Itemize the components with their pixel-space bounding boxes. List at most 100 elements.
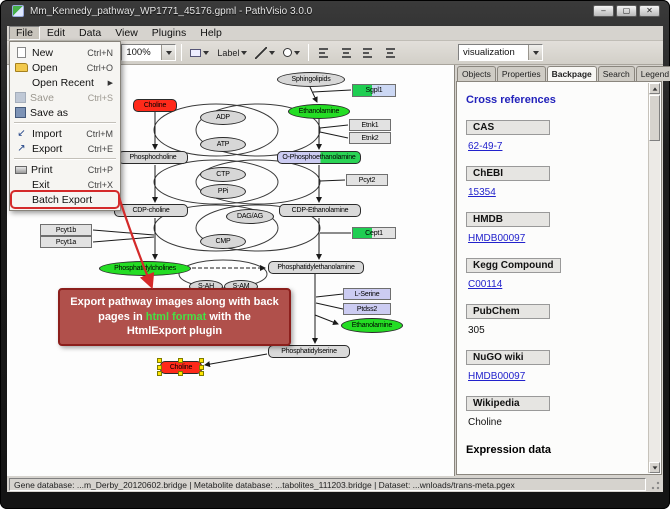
pathway-node-phosphocholine[interactable]: Phosphocholine (118, 151, 188, 164)
scroll-up-icon[interactable] (649, 83, 660, 94)
xref-value-cas[interactable]: 62-49-7 (468, 141, 503, 152)
pathway-node-ptdss2[interactable]: Ptdss2 (343, 303, 391, 315)
pathway-node-cept1[interactable]: Cept1 (352, 227, 396, 239)
menubar-item-help[interactable]: Help (200, 27, 222, 39)
zoom-dropdown-icon[interactable] (161, 45, 176, 60)
toolbar-separator (181, 44, 183, 61)
pathway-node-pcyt1b[interactable]: Pcyt1b (40, 224, 92, 236)
panel-scrollbar[interactable] (648, 83, 660, 473)
selection-handle[interactable] (157, 371, 162, 376)
pathway-node-ctp[interactable]: CTP (200, 167, 246, 182)
pathway-node-adp[interactable]: ADP (200, 110, 246, 125)
pathway-node-dag-ag[interactable]: DAG/AG (226, 209, 274, 224)
chevron-down-icon (241, 50, 248, 55)
pathway-node-ppi[interactable]: PPi (200, 184, 246, 199)
selection-handle[interactable] (178, 358, 183, 363)
pathway-node-sphingolipids[interactable]: Sphingolipids (277, 72, 345, 87)
pathway-node-choline[interactable]: Choline (133, 99, 177, 112)
pathway-node-phosphatidylserine[interactable]: Phosphatidylserine (268, 345, 350, 358)
xref-value-pubchem: 305 (468, 325, 485, 336)
toolbar-separator (308, 44, 310, 61)
no-icon (15, 194, 28, 206)
save-icon (15, 107, 26, 118)
tab-objects[interactable]: Objects (457, 66, 496, 81)
file-menu-item-open-recent[interactable]: Open Recent▶ (12, 75, 118, 90)
minimize-button[interactable]: – (593, 5, 614, 17)
menubar-item-edit[interactable]: Edit (46, 27, 66, 39)
close-button[interactable]: ✕ (639, 5, 660, 17)
pathway-node-o-phosphoethanolamine[interactable]: O-Phosphoethanolamine (277, 151, 361, 164)
pathway-node-cdp-choline[interactable]: CDP-choline (114, 204, 188, 217)
visualization-combobox[interactable]: visualization (458, 44, 543, 61)
selection-handle[interactable] (199, 364, 204, 370)
no-icon (15, 77, 28, 89)
align-left-button[interactable] (314, 43, 334, 62)
window-controls: – ▢ ✕ (593, 5, 660, 17)
datanode-tool-button[interactable] (187, 43, 212, 62)
maximize-button[interactable]: ▢ (616, 5, 637, 17)
tab-backpage[interactable]: Backpage (546, 66, 597, 82)
pathway-node-etnk1[interactable]: Etnk1 (349, 119, 391, 131)
tab-properties[interactable]: Properties (496, 66, 546, 81)
selection-handle[interactable] (199, 371, 204, 376)
pathway-node-phosphatidylcholines[interactable]: Phosphatidylcholines (99, 261, 191, 276)
pathway-node-pcyt1a[interactable]: Pcyt1a (40, 236, 92, 248)
pathway-node-atp[interactable]: ATP (200, 137, 246, 152)
label-tool-text: Label (217, 47, 240, 58)
selection-handle[interactable] (157, 364, 162, 370)
align-center-button[interactable] (336, 43, 356, 62)
pathway-node-pcyt2[interactable]: Pcyt2 (346, 174, 388, 186)
pathway-node-phosphatidylethanolamine[interactable]: Phosphatidylethanolamine (268, 261, 364, 274)
menubar-item-data[interactable]: Data (79, 27, 102, 39)
file-menu-item-batch-export[interactable]: Batch Export (12, 192, 118, 207)
xref-value-wikipedia: Choline (468, 417, 502, 428)
tab-search[interactable]: Search (597, 66, 635, 81)
line-tool-button[interactable] (252, 43, 278, 62)
xref-value-chebi[interactable]: 15354 (468, 187, 496, 198)
xref-header-cas: CAS (466, 120, 550, 135)
menu-bar: File Edit Data View Plugins Help (7, 26, 663, 41)
pathway-node-sgpl1[interactable]: Sgpl1 (352, 84, 396, 97)
pathway-node-etnk2[interactable]: Etnk2 (349, 132, 391, 144)
align-top-icon (362, 47, 374, 58)
selection-handle[interactable] (178, 371, 183, 376)
tab-legend[interactable]: Legend (635, 66, 670, 81)
scroll-down-icon[interactable] (649, 462, 660, 473)
scrollbar-thumb[interactable] (649, 95, 660, 141)
menubar-item-plugins[interactable]: Plugins (151, 27, 187, 39)
selection-handle[interactable] (199, 358, 204, 363)
pathway-node-l-serine[interactable]: L-Serine (343, 288, 391, 300)
pathway-node-cmp[interactable]: CMP (200, 234, 246, 249)
align-top-button[interactable] (358, 43, 378, 62)
xref-value-hmdb[interactable]: HMDB00097 (468, 233, 526, 244)
visualization-dropdown-icon[interactable] (528, 45, 542, 60)
xref-header-wikipedia: Wikipedia (466, 396, 550, 411)
pathway-node-cdp-ethanolamine[interactable]: CDP-Ethanolamine (279, 204, 361, 217)
distribute-button[interactable] (380, 43, 400, 62)
file-menu-item-save-as[interactable]: Save as (12, 105, 118, 120)
xref-header-nugo-wiki: NuGO wiki (466, 350, 550, 365)
shape-tool-button[interactable] (280, 43, 303, 62)
menubar-item-view[interactable]: View (115, 27, 138, 39)
xref-value-kegg-compound[interactable]: C00114 (468, 279, 503, 290)
menubar-item-file[interactable]: File (9, 26, 40, 40)
xref-value-nugo-wiki[interactable]: HMDB00097 (468, 371, 526, 382)
line-tool-icon (255, 46, 268, 59)
label-tool-button[interactable]: Label (214, 43, 250, 62)
selection-handle[interactable] (157, 358, 162, 363)
pathway-node-ethanolamine[interactable]: Ethanolamine (288, 104, 350, 119)
zoom-combobox[interactable]: 100% (121, 44, 177, 61)
xref-header-pubchem: PubChem (466, 304, 550, 319)
callout-line2: pages in html format with the (98, 310, 251, 323)
resize-grip[interactable] (648, 477, 661, 491)
title-bar[interactable]: Mm_Kennedy_pathway_WP1771_45176.gpml - P… (0, 0, 670, 26)
pathway-node-ethanolamine[interactable]: Ethanolamine (341, 318, 403, 333)
